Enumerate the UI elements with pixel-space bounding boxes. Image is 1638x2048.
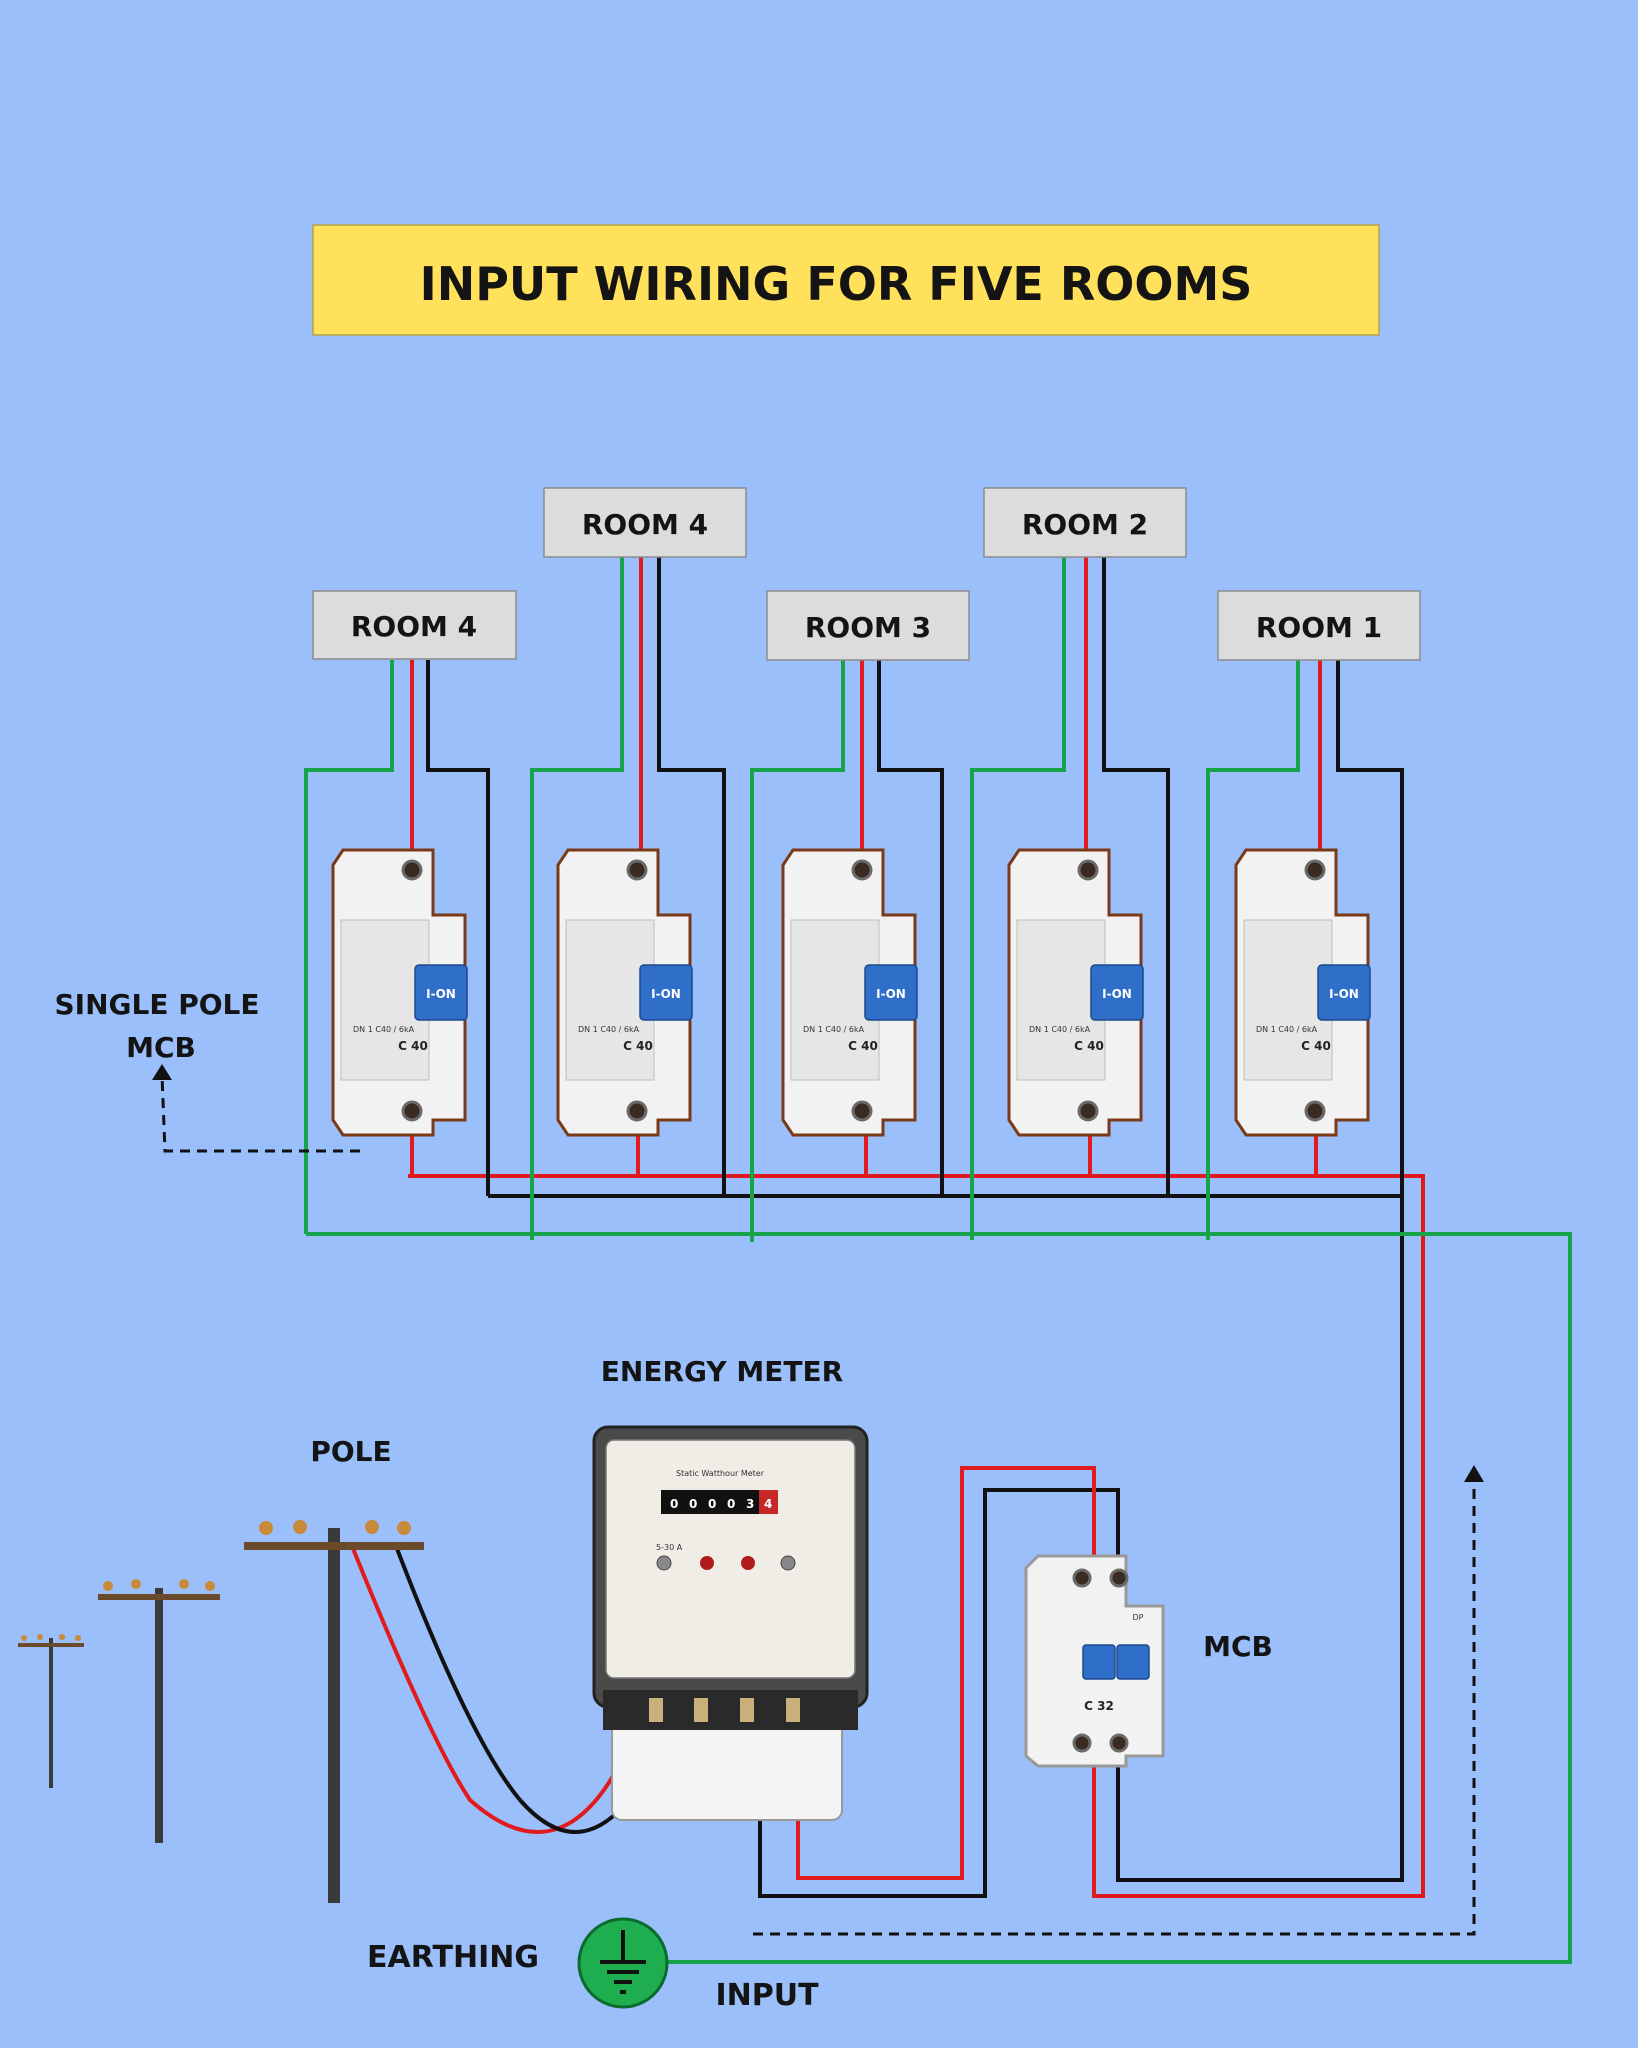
svg-text:C 40: C 40 (848, 1039, 878, 1053)
input-label: INPUT (715, 1978, 819, 2013)
utility-poles: POLE (18, 1435, 424, 1903)
svg-text:DN 1 C40 / 6kA: DN 1 C40 / 6kA (1256, 1025, 1318, 1034)
room-4-wires (970, 557, 1170, 1240)
mcb-label: MCB (1203, 1630, 1273, 1663)
svg-text:5-30 A: 5-30 A (656, 1543, 683, 1552)
meter-register: 0 0 0 0 3 4 (661, 1490, 778, 1514)
meter-indicator (741, 1556, 755, 1570)
earthing: EARTHING (367, 1917, 669, 2009)
pole-label: POLE (310, 1435, 391, 1468)
mcb-room-2: I-ON DN 1 C40 / 6kA C 40 (556, 848, 693, 1137)
svg-text:DN 1 C40 / 6kA: DN 1 C40 / 6kA (1029, 1025, 1091, 1034)
svg-text:ROOM 4: ROOM 4 (582, 508, 708, 541)
room-label-1: ROOM 4 (312, 590, 517, 660)
svg-text:I-ON: I-ON (651, 987, 681, 1001)
meter-indicator (700, 1556, 714, 1570)
svg-text:DN 1 C40 / 6kA: DN 1 C40 / 6kA (578, 1025, 640, 1034)
arrow-up-icon (1464, 1465, 1484, 1482)
svg-text:C 40: C 40 (1074, 1039, 1104, 1053)
room-label-2: ROOM 4 (543, 487, 747, 558)
meter-indicator (656, 1555, 672, 1571)
room-label-3: ROOM 3 (766, 590, 970, 661)
mcb-room-5: I-ON DN 1 C40 / 6kA C 40 (1234, 848, 1371, 1137)
arrow-up-icon (152, 1064, 172, 1080)
wires (304, 557, 1572, 1964)
svg-text:C 40: C 40 (398, 1039, 428, 1053)
svg-text:C 40: C 40 (623, 1039, 653, 1053)
mcb-room-3: I-ON DN 1 C40 / 6kA C 40 (781, 848, 918, 1137)
meter-header: Static Watthour Meter (676, 1469, 765, 1478)
single-pole-mcb-callout: SINGLE POLE MCB (54, 988, 360, 1153)
svg-text:I-ON: I-ON (1329, 987, 1359, 1001)
room-label-5: ROOM 1 (1217, 590, 1421, 661)
room-labels: ROOM 4 ROOM 4 ROOM 3 ROOM 2 ROOM 1 (312, 487, 1421, 661)
single-pole-label-line2: MCB (126, 1031, 196, 1064)
svg-text:DN 1 C40 / 6kA: DN 1 C40 / 6kA (353, 1025, 415, 1034)
mcb-toggle (864, 964, 918, 1021)
mcb-toggle (1317, 964, 1371, 1021)
room-label-4: ROOM 2 (983, 487, 1187, 558)
mcb-room-4: I-ON DN 1 C40 / 6kA C 40 (1007, 848, 1144, 1137)
earth-bus-wire (306, 1232, 1572, 1964)
pole-medium (155, 1588, 163, 1843)
svg-text:0: 0 (727, 1497, 735, 1511)
energy-meter-label: ENERGY METER (601, 1355, 843, 1388)
svg-text:I-ON: I-ON (1102, 987, 1132, 1001)
meter-terminal-block (603, 1690, 858, 1730)
title-banner: INPUT WIRING FOR FIVE ROOMS (312, 224, 1380, 336)
svg-text:ROOM 2: ROOM 2 (1022, 508, 1148, 541)
mcb-toggle (1090, 964, 1144, 1021)
meter-indicator (780, 1555, 796, 1571)
earthing-label: EARTHING (367, 1940, 539, 1975)
meter-to-mcb-neutral (758, 1488, 1120, 1898)
svg-text:ROOM 3: ROOM 3 (805, 611, 931, 644)
svg-text:C 32: C 32 (1084, 1699, 1114, 1713)
single-pole-mcbs: I-ON DN 1 C40 / 6kA C 40 I-ON DN 1 C40 /… (331, 848, 1371, 1137)
svg-text:C 40: C 40 (1301, 1039, 1331, 1053)
mcb-toggle (414, 964, 468, 1021)
input-dashed-arrow (753, 1465, 1484, 1936)
svg-text:0: 0 (708, 1497, 716, 1511)
svg-text:4: 4 (764, 1497, 772, 1511)
service-drop-phase (350, 1545, 652, 1834)
main-mcb: DP C 32 (1024, 1554, 1165, 1768)
svg-text:0: 0 (689, 1497, 697, 1511)
pole-small (49, 1638, 53, 1788)
mcb-room-1: I-ON DN 1 C40 / 6kA C 40 (331, 848, 468, 1137)
phase-bus-wire (408, 1174, 1425, 1898)
svg-text:ROOM 1: ROOM 1 (1256, 611, 1382, 644)
svg-text:I-ON: I-ON (876, 987, 906, 1001)
pole-large (328, 1528, 340, 1903)
svg-text:DP: DP (1133, 1613, 1144, 1622)
neutral-bus-wire (488, 1194, 1404, 1882)
svg-text:I-ON: I-ON (426, 987, 456, 1001)
meter-to-mcb-phase (796, 1466, 1096, 1880)
single-pole-label-line1: SINGLE POLE (54, 988, 259, 1021)
svg-text:ROOM 4: ROOM 4 (351, 610, 477, 643)
page-title: INPUT WIRING FOR FIVE ROOMS (420, 257, 1253, 311)
svg-text:DN 1 C40 / 6kA: DN 1 C40 / 6kA (803, 1025, 865, 1034)
mcb-toggle (639, 964, 693, 1021)
energy-meter: ENERGY METER Static Watthour Meter 0 0 0… (592, 1355, 869, 1821)
svg-text:3: 3 (746, 1497, 754, 1511)
svg-text:0: 0 (670, 1497, 678, 1511)
